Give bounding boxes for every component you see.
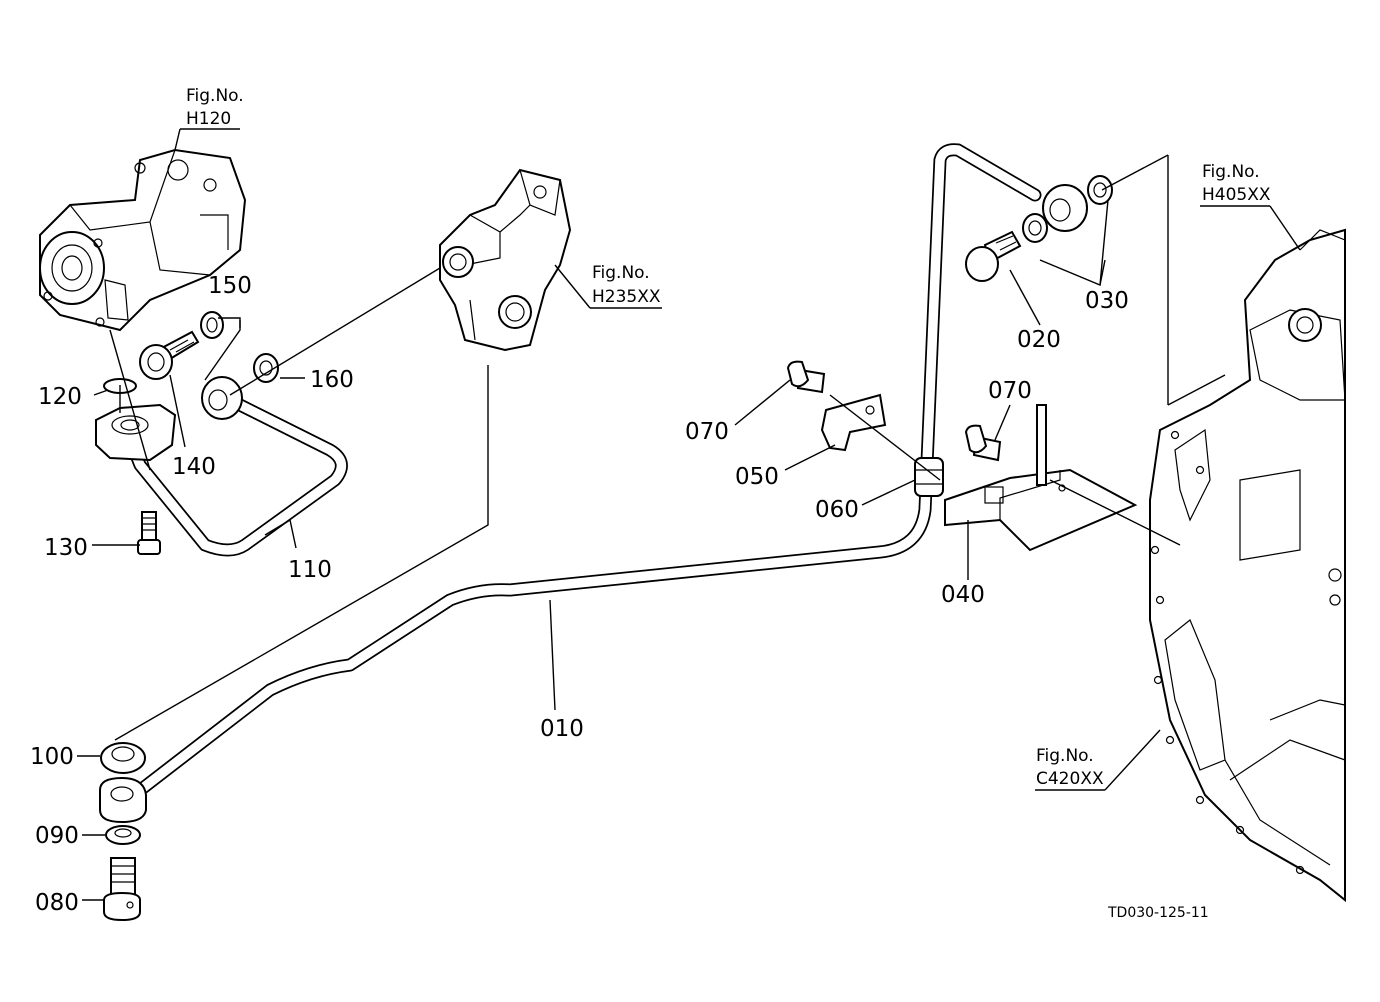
banjo-eye-010-upper (1042, 184, 1088, 232)
label-150: 150 (208, 273, 252, 299)
label-120: 120 (38, 384, 82, 410)
pipe-010 (123, 143, 1042, 805)
label-110: 110 (288, 557, 332, 583)
washer-030-upper (1087, 175, 1113, 205)
label-080: 080 (35, 890, 79, 916)
banjo-bolt-020 (965, 230, 1022, 282)
banjo-bolt-140 (139, 330, 200, 380)
label-130: 130 (44, 535, 88, 561)
valve-block (439, 168, 572, 352)
bolt-130 (137, 511, 161, 555)
label-100: 100 (30, 744, 74, 770)
fig-ref-c420: Fig.No. C420XX (1036, 746, 1104, 789)
flange-block (95, 403, 177, 462)
washer-030-lower (1022, 213, 1048, 243)
fig-ref-h235-line1: Fig.No. (592, 263, 650, 283)
grommet-060 (914, 457, 944, 497)
label-010: 010 (540, 716, 584, 742)
washer-150 (200, 311, 224, 339)
washer-160 (253, 353, 279, 383)
leader-lines (77, 128, 1301, 901)
hydraulic-pump (39, 148, 247, 332)
fig-ref-h405-line1: Fig.No. (1202, 162, 1260, 182)
fig-ref-h120-line2: H120 (186, 109, 231, 129)
fig-ref-c420-line2: C420XX (1036, 769, 1104, 789)
bracket-040 (944, 404, 1138, 552)
label-030: 030 (1085, 288, 1129, 314)
banjo-eye-110 (201, 376, 243, 420)
label-090: 090 (35, 823, 79, 849)
pipe-110 (123, 393, 348, 557)
fig-ref-h120: Fig.No. H120 (186, 86, 244, 129)
fig-ref-c420-line1: Fig.No. (1036, 746, 1094, 766)
fig-ref-h120-line1: Fig.No. (186, 86, 244, 106)
bolt-070-left (786, 360, 826, 394)
label-070-left: 070 (685, 419, 729, 445)
banjo-bolt-080 (103, 857, 141, 922)
label-050: 050 (735, 464, 779, 490)
transmission-housing (1149, 228, 1346, 903)
fig-ref-h235-line2: H235XX (592, 287, 661, 307)
label-060: 060 (815, 497, 859, 523)
label-040: 040 (941, 582, 985, 608)
label-070-right: 070 (988, 378, 1032, 404)
label-140: 140 (172, 454, 216, 480)
banjo-eye-010 (99, 776, 147, 824)
label-020: 020 (1017, 327, 1061, 353)
bolt-070-right (964, 424, 1002, 462)
fig-ref-h405: Fig.No. H405XX (1202, 162, 1271, 205)
washer-100 (100, 742, 146, 774)
label-160: 160 (310, 367, 354, 393)
clamp-050 (820, 393, 887, 452)
fig-ref-h405-line2: H405XX (1202, 185, 1271, 205)
washer-090 (105, 825, 141, 845)
fig-ref-h235: Fig.No. H235XX (592, 263, 661, 307)
drawing-code: TD030-125-11 (1107, 905, 1209, 921)
